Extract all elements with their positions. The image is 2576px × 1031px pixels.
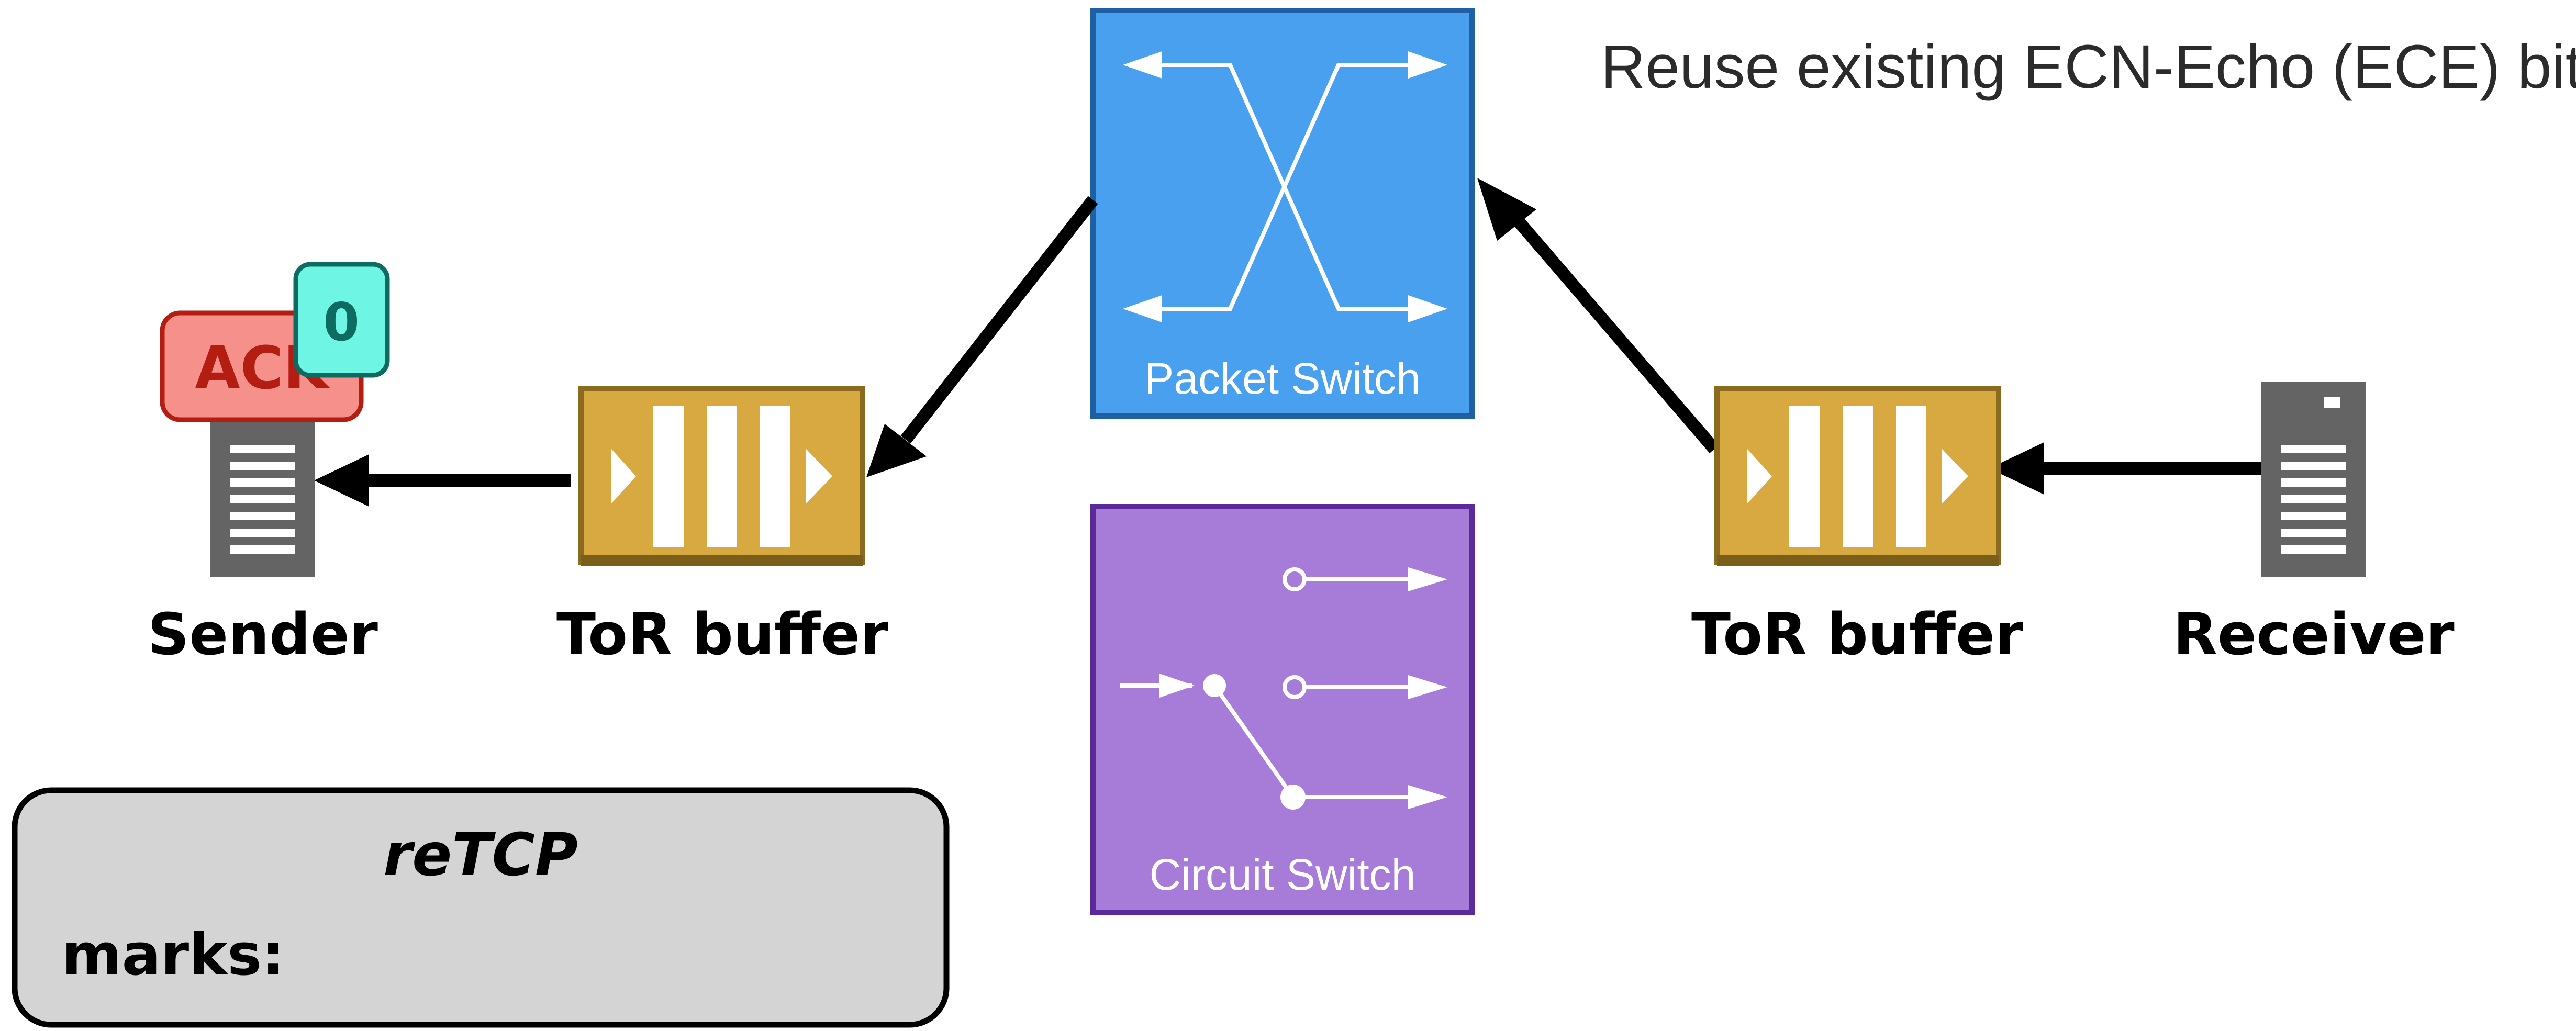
packet-switch: Packet Switch [1090,8,1475,419]
arrowhead-to-packet-switch [1477,178,1536,241]
mark-badge [293,262,390,378]
arrowheads [314,178,2044,507]
circuit-switch-icon [1120,567,1447,810]
tor-buffer-left: ToR buffer [556,386,888,668]
retcp-panel [12,787,950,1028]
arrowhead-to-right-tor [1989,442,2044,495]
retcp-title: reTCP [383,821,578,889]
server-icon [2261,382,2366,577]
link-packet-switch-to-tor [900,196,1098,444]
receiver: Receiver [2173,382,2455,668]
mark-value: 0 [323,292,360,353]
retcp-box: reTCP marks: [12,787,950,1028]
sender-label: Sender [148,601,378,668]
sender: Sender [148,382,378,668]
tor-buffer-right-label: ToR buffer [1691,601,2023,668]
circuit-switch: Circuit Switch [1090,504,1475,915]
arrowhead-to-left-tor [866,424,927,477]
arrowhead-to-sender [314,454,369,507]
link-tor-to-packet-switch [1513,217,1720,453]
note-text: Reuse existing ECN-Echo (ECE) bit [1601,32,2576,102]
crossbar-icon [1123,51,1447,322]
marks-label: marks: [62,921,285,988]
links [361,196,2261,487]
receiver-label: Receiver [2173,601,2454,668]
circuit-switch-label: Circuit Switch [1150,850,1416,899]
packet-switch-label: Packet Switch [1144,354,1421,403]
ack-packet: ACK 0 [160,262,390,422]
tor-buffer-left-label: ToR buffer [556,601,888,668]
tor-buffer-right: ToR buffer [1691,386,2023,668]
